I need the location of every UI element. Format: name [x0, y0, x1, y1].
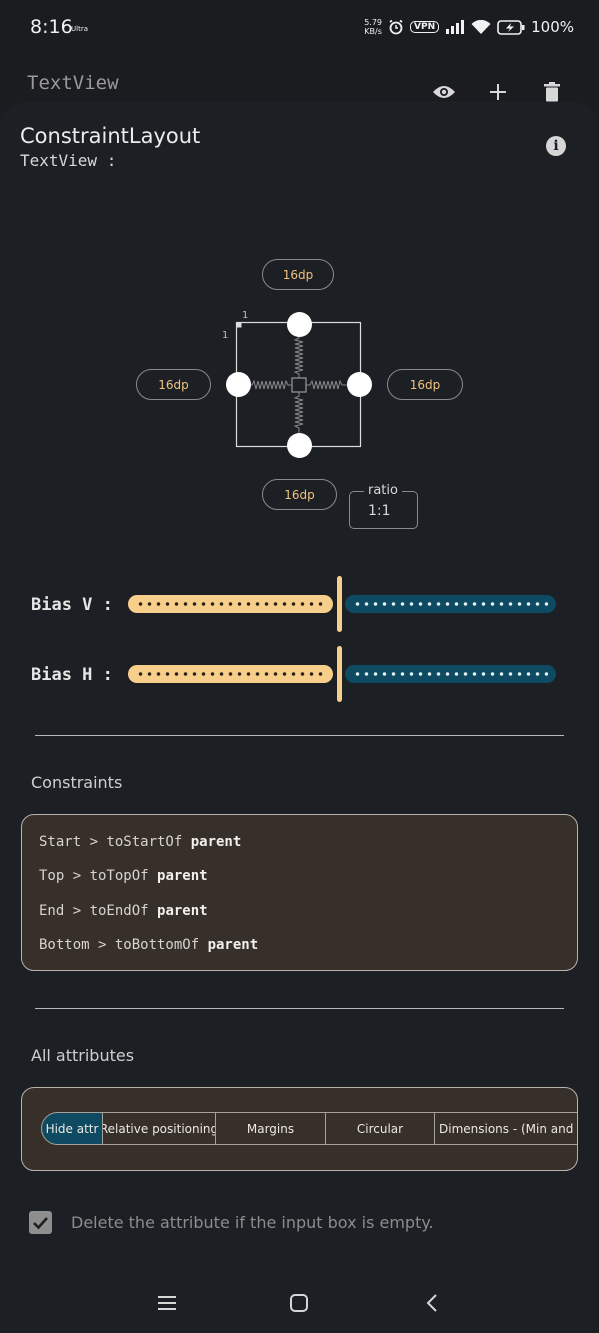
sheet-title: ConstraintLayout [20, 124, 201, 148]
margin-start-button[interactable]: 16dp [136, 369, 211, 400]
sheet-subtitle: TextView : [20, 151, 117, 170]
bias-v-track-inactive [345, 595, 556, 613]
handle-bottom[interactable] [287, 433, 312, 458]
tab-relative-positioning[interactable]: Relative positioning [103, 1112, 216, 1145]
eye-icon[interactable] [431, 80, 457, 104]
battery-charging-icon [497, 19, 525, 35]
constraint-top[interactable]: Top > toTopOf parent [39, 868, 208, 884]
network-speed-unit: KB/s [364, 27, 382, 36]
margin-bottom-button[interactable]: 16dp [262, 479, 337, 510]
network-speed: 5.79 KB/s [364, 18, 382, 36]
check-icon [33, 1217, 48, 1230]
delete-empty-label[interactable]: Delete the attribute if the input box is… [71, 1213, 434, 1232]
status-icons: 5.79 KB/s VPN 100% [364, 18, 574, 36]
trash-icon[interactable] [539, 80, 565, 104]
back-icon[interactable] [419, 1290, 445, 1316]
delete-empty-checkbox[interactable] [29, 1211, 52, 1234]
status-ultra-label: Ultra [71, 25, 88, 33]
signal-icon [446, 20, 465, 34]
bias-v-track-active [128, 595, 333, 613]
handle-top[interactable] [287, 312, 312, 337]
menu-icon[interactable] [154, 1290, 180, 1316]
constraint-bottom[interactable]: Bottom > toBottomOf parent [39, 937, 259, 953]
all-attributes-title: All attributes [31, 1046, 135, 1065]
divider [35, 1008, 564, 1009]
toolbar-title: TextView [27, 72, 119, 94]
constraints-title: Constraints [31, 773, 123, 792]
bias-h-label: Bias H : [31, 665, 113, 685]
bias-v-thumb[interactable] [337, 576, 342, 632]
constraint-start[interactable]: Start > toStartOf parent [39, 834, 242, 850]
corner-label-left: 1 [222, 330, 229, 341]
network-speed-value: 5.79 [364, 18, 383, 27]
constraint-end[interactable]: End > toEndOf parent [39, 903, 208, 919]
alarm-icon [389, 19, 403, 35]
handle-end[interactable] [347, 372, 372, 397]
ratio-field[interactable]: ratio 1:1 [349, 483, 418, 529]
ratio-value: 1:1 [368, 503, 391, 519]
attributes-card: Hide attr Relative positioning Margins C… [21, 1087, 578, 1171]
tab-hide-attr[interactable]: Hide attr [41, 1112, 103, 1145]
bias-h-track-inactive [345, 665, 556, 683]
corner-label-top: 1 [242, 310, 249, 321]
plus-icon[interactable] [485, 80, 511, 104]
ratio-label: ratio [364, 483, 402, 498]
vpn-badge: VPN [410, 21, 440, 33]
tab-circular[interactable]: Circular [326, 1112, 435, 1145]
bias-h-slider[interactable] [128, 646, 556, 702]
status-time: 8:16 [30, 16, 73, 38]
attribute-tabs: Hide attr Relative positioning Margins C… [41, 1112, 577, 1146]
bias-h-track-active [128, 665, 333, 683]
handle-start[interactable] [226, 372, 251, 397]
wifi-icon [471, 19, 491, 34]
margin-end-button[interactable]: 16dp [387, 369, 463, 400]
divider [35, 735, 564, 736]
battery-percent: 100% [531, 18, 574, 36]
tab-dimensions[interactable]: Dimensions - (Min and Max) [435, 1112, 577, 1145]
bias-h-thumb[interactable] [337, 646, 342, 702]
bias-v-label: Bias V : [31, 595, 113, 615]
tab-margins[interactable]: Margins [216, 1112, 326, 1145]
info-icon[interactable]: i [546, 136, 566, 156]
home-icon[interactable] [286, 1290, 312, 1316]
margin-top-button[interactable]: 16dp [262, 259, 334, 290]
bias-v-slider[interactable] [128, 576, 556, 632]
constraints-card: Start > toStartOf parent Top > toTopOf p… [21, 814, 578, 971]
